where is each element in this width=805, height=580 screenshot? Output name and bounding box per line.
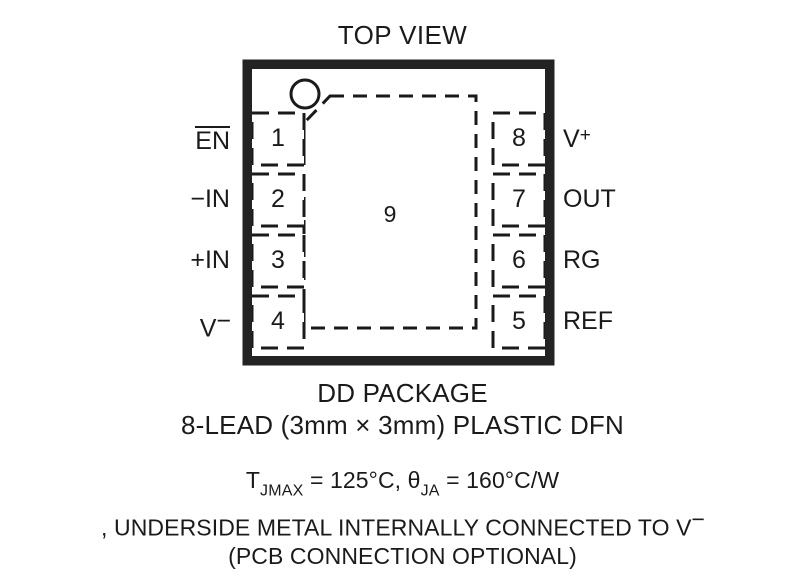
exposed-pad-number-9: 9: [383, 201, 397, 227]
pin-label-plus-in: +IN: [190, 246, 230, 274]
pin-number-2: 2: [271, 185, 285, 213]
theta-ja-symbol: θ: [407, 467, 421, 493]
pin-number-7: 7: [512, 185, 526, 213]
pin-label-v-minus-base: V: [199, 314, 217, 343]
top-view-title: TOP VIEW: [337, 20, 468, 50]
pin-number-4: 4: [271, 307, 285, 335]
pin-label-en: EN: [195, 126, 230, 154]
pin-label-v-minus-sup: −: [216, 307, 231, 335]
thermal-spec-caption: TJMAX = 125°C, θJA = 160°C/W , UNDERSIDE…: [0, 466, 805, 570]
pin-number-6: 6: [512, 246, 526, 274]
package-name: DD PACKAGE: [317, 378, 488, 408]
pin-label-v-plus-sup: +: [579, 125, 591, 146]
pin-label-v-plus: V+: [563, 126, 591, 152]
pin-pad-1: [250, 111, 306, 167]
pin-label-v-plus-base: V: [563, 125, 580, 154]
underside-metal-note-sup: −: [691, 506, 705, 533]
underside-metal-note: , UNDERSIDE METAL INTERNALLY CONNECTED T…: [101, 514, 692, 541]
pin-pad-8: [491, 111, 547, 167]
package-description: 8-LEAD (3mm × 3mm) PLASTIC DFN: [180, 410, 624, 440]
tjmax-symbol: T: [245, 467, 260, 493]
theta-ja-value: = 160°C/W: [439, 467, 560, 493]
pin-number-8: 8: [512, 124, 526, 152]
pin-number-1: 1: [271, 124, 285, 152]
pin1-orientation-dot-icon: [289, 78, 321, 110]
package-drawing: 1 2 3 4 8 7 6 5 9 EN −IN +IN V− V+ OUT R…: [0, 55, 805, 370]
pin-label-minus-in: −IN: [190, 185, 230, 213]
pin-label-ref: REF: [563, 307, 613, 335]
pin-label-out: OUT: [563, 185, 616, 213]
tjmax-value: = 125°C,: [303, 467, 408, 493]
pin-label-en-text: EN: [195, 126, 230, 155]
pin-number-3: 3: [271, 246, 285, 274]
package-wall-top: [243, 60, 554, 69]
thermal-spec-line-3: (PCB CONNECTION OPTIONAL): [228, 542, 577, 569]
package-wall-left: [243, 60, 252, 365]
thermal-spec-line-2: , UNDERSIDE METAL INTERNALLY CONNECTED T…: [0, 505, 805, 541]
package-body-svg: [242, 59, 555, 366]
package-wall-bottom: [243, 356, 554, 365]
pin-label-rg: RG: [563, 246, 601, 274]
package-wall-right: [545, 60, 554, 365]
exposed-pad-outline: [302, 94, 478, 330]
pin-number-5: 5: [512, 307, 526, 335]
package-caption: DD PACKAGE 8-LEAD (3mm × 3mm) PLASTIC DF…: [0, 378, 805, 441]
pin-label-v-minus: V−: [199, 307, 231, 343]
tjmax-subscript: JMAX: [260, 482, 304, 500]
thermal-spec-line-1: TJMAX = 125°C, θJA = 160°C/W: [0, 466, 805, 505]
theta-ja-subscript: JA: [420, 482, 440, 500]
pin-pad-2: [250, 172, 306, 228]
